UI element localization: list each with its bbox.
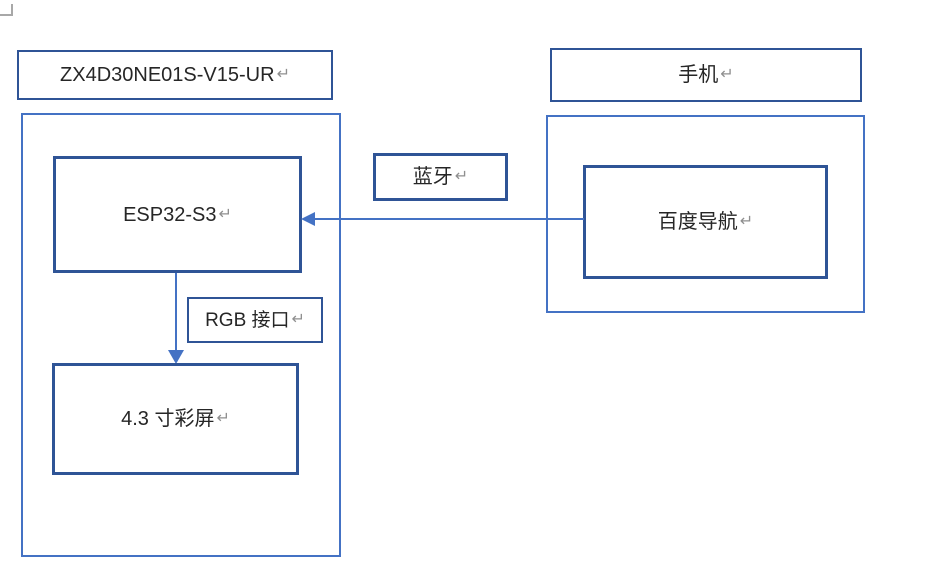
left-arrowhead-icon <box>301 212 315 226</box>
rgb-connector-line <box>175 273 177 352</box>
rgb-interface-label: RGB 接口 <box>205 309 290 331</box>
return-mark: ↵ <box>218 205 232 223</box>
return-mark: ↵ <box>739 213 754 230</box>
return-mark: ↵ <box>454 168 469 185</box>
return-mark: ↵ <box>216 410 230 427</box>
lcd-screen-label: 4.3 寸彩屏 <box>121 408 215 430</box>
baidu-nav-label: 百度导航 <box>657 211 738 233</box>
phone-box: 手机↵ <box>550 48 862 102</box>
baidu-nav-box: 百度导航↵ <box>583 165 828 279</box>
board-name-box: ZX4D30NE01S-V15-UR↵ <box>17 50 333 100</box>
down-arrowhead-icon <box>168 350 184 364</box>
right-module-container <box>546 115 865 313</box>
phone-label: 手机 <box>678 64 719 86</box>
bluetooth-connector-line <box>314 218 584 220</box>
return-mark: ↵ <box>276 66 290 83</box>
esp32-label: ESP32-S3 <box>123 203 217 226</box>
bluetooth-label: 蓝牙 <box>412 166 453 188</box>
page-corner-mark <box>0 4 13 16</box>
esp32-box: ESP32-S3↵ <box>53 156 302 273</box>
bluetooth-label-box: 蓝牙↵ <box>373 153 508 201</box>
board-name-label: ZX4D30NE01S-V15-UR <box>60 64 275 86</box>
return-mark: ↵ <box>720 66 734 83</box>
left-module-container <box>21 113 341 557</box>
return-mark: ↵ <box>291 311 305 328</box>
lcd-screen-box: 4.3 寸彩屏↵ <box>52 363 299 475</box>
rgb-interface-box: RGB 接口↵ <box>187 297 323 343</box>
